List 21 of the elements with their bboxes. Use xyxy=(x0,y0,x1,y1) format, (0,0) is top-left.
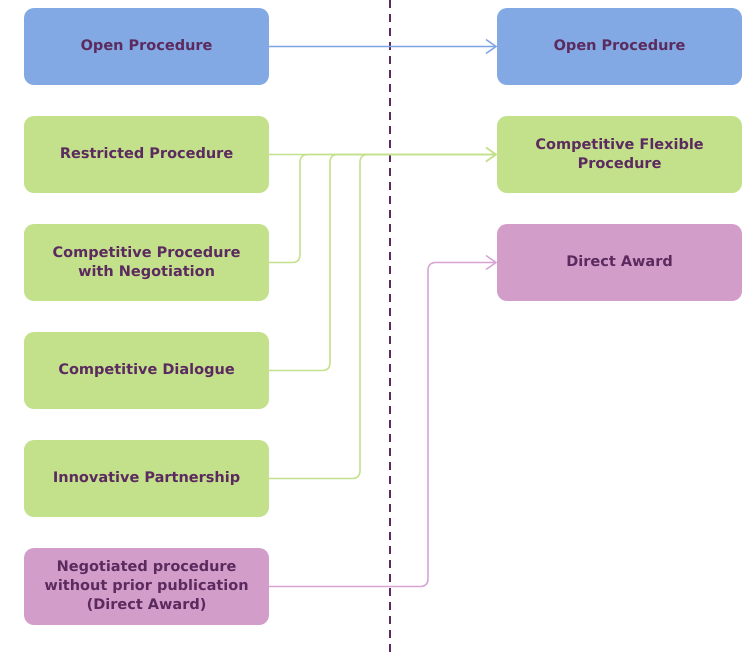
process-box xyxy=(497,116,742,193)
process-box xyxy=(24,224,269,301)
arrow xyxy=(269,254,497,588)
process-box xyxy=(497,8,742,85)
box-label: Competitive Dialogue xyxy=(58,361,235,380)
box-label: Direct Award xyxy=(566,253,673,272)
process-box xyxy=(497,224,742,301)
box-label: Competitive Procedure with Negotiation xyxy=(52,244,242,282)
arrow xyxy=(269,146,497,480)
box-label: Restricted Procedure xyxy=(60,145,234,164)
box-label: Negotiated procedure without prior publication (Direct Award) xyxy=(43,558,250,615)
box-label: Competitive Flexible Procedure xyxy=(534,136,705,174)
process-box xyxy=(24,116,269,193)
box-label: Open Procedure xyxy=(554,37,686,56)
process-box xyxy=(24,8,269,85)
arrow xyxy=(269,38,497,54)
process-box xyxy=(24,332,269,409)
box-label: Innovative Partnership xyxy=(52,469,240,488)
process-box xyxy=(24,440,269,517)
process-box xyxy=(24,548,269,625)
box-label: Open Procedure xyxy=(80,37,212,56)
